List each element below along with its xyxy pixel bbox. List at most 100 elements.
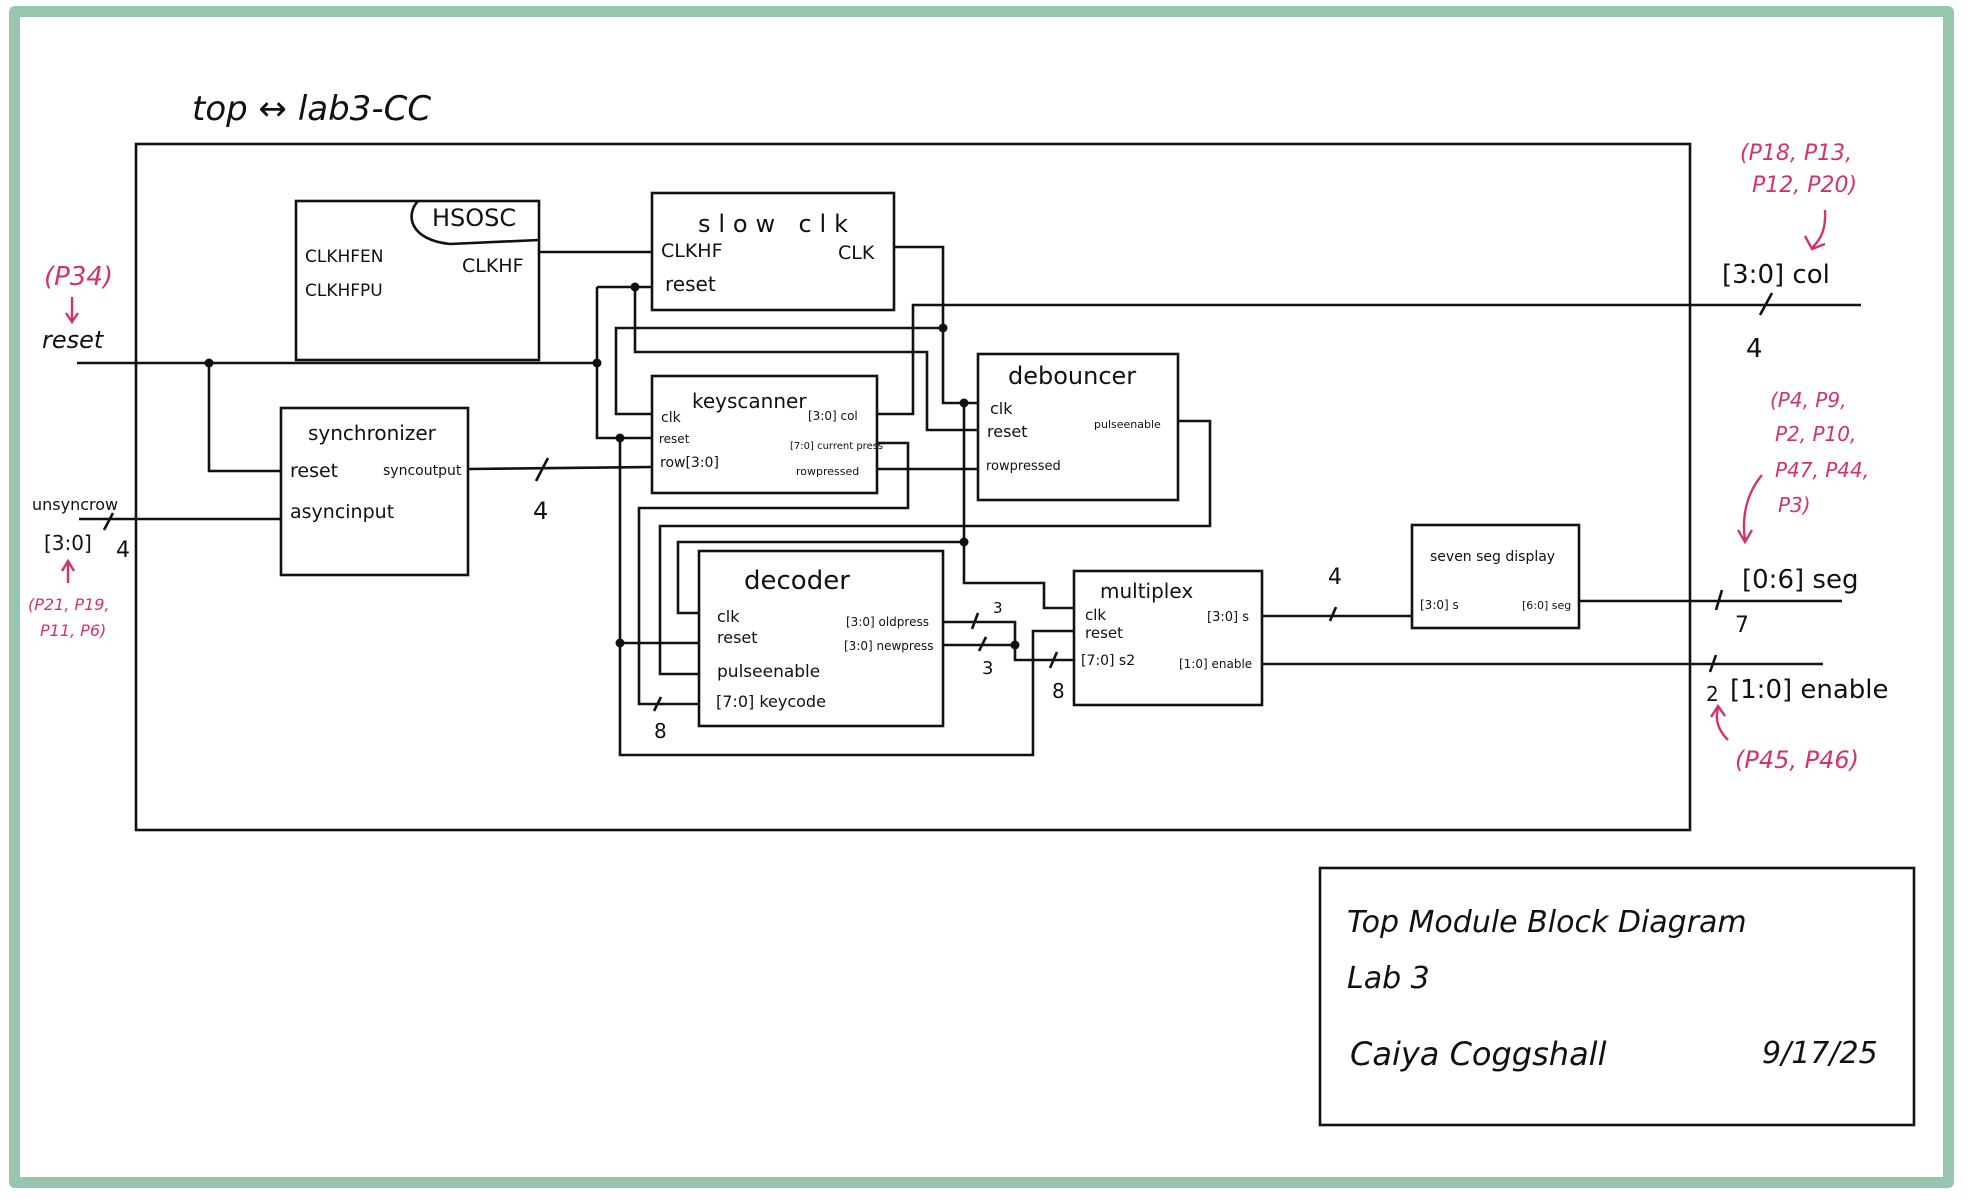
decoder-port-clk: clk (717, 607, 740, 626)
title-block-author: Caiya Coggshall (1350, 1035, 1607, 1073)
module-multiplex[interactable]: multiplex clk reset [7:0] s2 [3:0] s [1:… (1072, 569, 1264, 707)
module-synchronizer[interactable]: synchronizer reset asyncinput syncoutput (279, 406, 470, 577)
wire-clk-keyscanner (614, 326, 943, 416)
synchronizer-port-syncoutput: syncoutput (383, 463, 462, 479)
decoder-port-newpress: [3:0] newpress (844, 639, 933, 653)
debouncer-title: debouncer (1008, 362, 1136, 390)
slowclk-title: slow clk (698, 210, 848, 238)
arrow-down-icon (1736, 474, 1763, 545)
hsosc-label-bubble (410, 200, 540, 246)
bus-slash-enable (1708, 654, 1718, 673)
bus-width-mux-s: 4 (1328, 565, 1342, 590)
port-col-label: [3:0] col (1722, 260, 1830, 290)
slowclk-port-clk: CLK (838, 242, 875, 264)
junction-dot (615, 638, 625, 648)
junction-dot (938, 323, 948, 333)
keyscanner-box (650, 374, 879, 495)
module-keyscanner[interactable]: keyscanner clk reset row[3:0] [3:0] col … (650, 374, 883, 495)
bus-slash-col (1758, 292, 1774, 316)
synchronizer-port-reset: reset (290, 460, 338, 482)
keyscanner-port-clk: clk (661, 410, 682, 426)
module-slowclk[interactable]: slow clk CLKHF reset CLK (650, 191, 896, 312)
pin-annotation-seg-3: P47, P44, (1775, 458, 1869, 482)
bus-slash-sync (534, 457, 550, 482)
wire-reset-multiplex (618, 438, 1074, 757)
multiplex-port-s: [3:0] s (1207, 610, 1249, 625)
decoder-port-oldpress: [3:0] oldpress (846, 615, 929, 629)
top-module-boundary (134, 142, 1692, 832)
debouncer-port-clk: clk (990, 399, 1013, 418)
multiplex-port-s2: [7:0] s2 (1081, 653, 1135, 669)
bus-slash-oldpress (970, 612, 980, 630)
wire-clk-decoder (676, 540, 964, 615)
title-block: Top Module Block Diagram Lab 3 Caiya Cog… (1318, 866, 1916, 1127)
hsosc-port-clkhfpu: CLKHFPU (305, 281, 383, 301)
bus-width-col: 4 (1746, 334, 1763, 364)
title-block-line2: Lab 3 (1347, 961, 1430, 996)
bus-width-unsync: 4 (116, 538, 130, 563)
sevenseg-port-seg: [6:0] seg (1522, 599, 1571, 612)
hsosc-port-clkhf: CLKHF (462, 255, 524, 277)
sevenseg-box (1410, 523, 1581, 630)
multiplex-box (1072, 569, 1264, 707)
pin-annotation-unsyncrow-2: P11, P6) (40, 621, 106, 640)
wire-oldpress (943, 620, 1074, 662)
port-reset-label: reset (42, 326, 105, 354)
bus-slash-keycode (652, 696, 663, 712)
wire-reset-trunk (595, 287, 652, 440)
debouncer-box (976, 352, 1180, 502)
decoder-title: decoder (744, 566, 850, 596)
synchronizer-title: synchronizer (308, 421, 437, 445)
junction-dot (959, 398, 969, 408)
slowclk-port-clkhf: CLKHF (661, 240, 723, 262)
pin-annotation-col-1: (P18, P13, (1740, 141, 1852, 166)
wire-reset-synchronizer (207, 363, 281, 473)
title-block-box (1318, 866, 1916, 1127)
pin-annotation-enable: (P45, P46) (1735, 746, 1859, 774)
decoder-port-pulseenable: pulseenable (717, 662, 820, 682)
debouncer-port-rowpressed: rowpressed (986, 459, 1061, 474)
module-hsosc[interactable]: HSOSC CLKHFEN CLKHFPU CLKHF (294, 199, 541, 362)
decoder-box (697, 549, 945, 728)
wire-clk-multiplex (962, 403, 1074, 610)
bus-width-newpress: 3 (982, 658, 993, 679)
keyscanner-port-reset: reset (659, 432, 690, 446)
wire-pulseenable (658, 419, 1212, 676)
keyscanner-port-row: row[3:0] (660, 455, 719, 471)
multiplex-title: multiplex (1100, 579, 1193, 603)
port-unsyncrow-label: unsyncrow (32, 495, 118, 514)
arrow-up-icon (1709, 703, 1729, 741)
wire-currentpress-keycode (637, 441, 910, 706)
keyscanner-port-rowpressed: rowpressed (796, 465, 859, 478)
arrow-up-icon (60, 558, 76, 583)
arrow-down-icon (65, 297, 79, 325)
junction-dot (1010, 640, 1020, 650)
title-block-date: 9/17/25 (1762, 1036, 1878, 1071)
module-decoder[interactable]: decoder clk reset pulseenable [7:0] keyc… (697, 549, 945, 728)
decoder-port-keycode: [7:0] keycode (716, 692, 826, 711)
diagram-title: top ↔ lab3-CC (192, 89, 431, 129)
debouncer-port-reset: reset (987, 422, 1028, 441)
module-sevenseg[interactable]: seven seg display [3:0] s [6:0] seg (1410, 523, 1581, 630)
bus-slash-seg (1714, 589, 1724, 611)
pin-annotation-seg-2: P2, P10, (1775, 422, 1856, 446)
junction-dot (615, 433, 625, 443)
keyscanner-title: keyscanner (692, 389, 807, 413)
port-unsyncrow-range: [3:0] (44, 531, 92, 555)
multiplex-port-reset: reset (1085, 624, 1123, 642)
junction-dot (959, 537, 969, 547)
page-border (9, 6, 1954, 1188)
decoder-port-reset: reset (717, 628, 758, 647)
pin-annotation-seg-1: (P4, P9, (1770, 388, 1846, 412)
synchronizer-box (279, 406, 470, 577)
multiplex-port-clk: clk (1085, 606, 1106, 624)
junction-dots (204, 282, 1020, 650)
bus-width-oldpress: 3 (993, 599, 1003, 617)
bus-slash-newpress (977, 636, 988, 652)
arrow-down-icon (1803, 209, 1827, 251)
module-debouncer[interactable]: debouncer clk reset rowpressed pulseenab… (976, 352, 1180, 502)
title-block-line1: Top Module Block Diagram (1347, 905, 1747, 940)
bus-slash-unsyncrow (102, 512, 115, 531)
port-enable-label: [1:0] enable (1730, 675, 1889, 705)
